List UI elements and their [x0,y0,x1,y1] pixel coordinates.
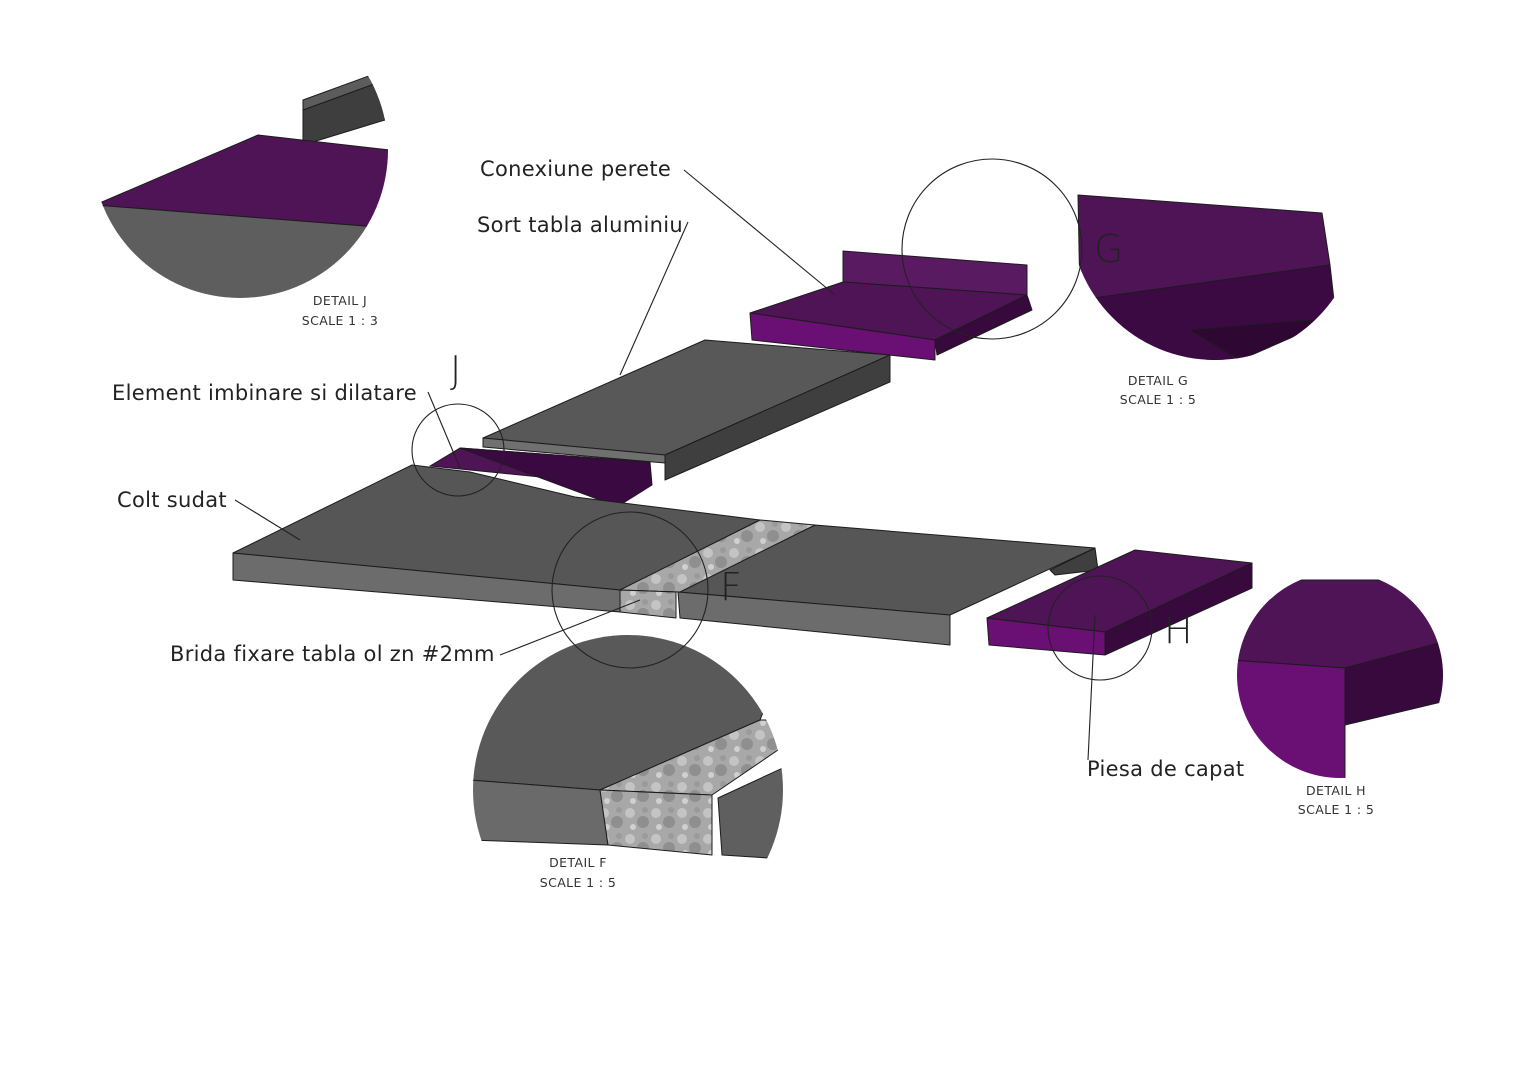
detail-f-title: DETAIL F [549,855,607,870]
detail-g-scale: SCALE 1 : 5 [1120,392,1197,407]
callout-aluminium-flashing: Sort tabla aluminiu [477,213,683,237]
leader-aluminium-flashing [619,221,689,376]
detail-ring-g [901,158,1083,340]
detail-f-view [473,635,783,861]
detail-g-view [1077,194,1337,360]
detail-ring-j [411,403,505,497]
leader-end-piece [1087,614,1096,761]
base-plate-left [232,464,761,613]
leader-wall-connection [683,169,836,296]
end-piece-part [986,549,1253,656]
leader-joint-element [427,391,461,469]
joint-element-part [429,447,653,506]
detail-h-scale: SCALE 1 : 5 [1298,802,1375,817]
detail-j-title: DETAIL J [313,293,367,308]
detail-j-view [92,2,388,298]
detail-j-scale: SCALE 1 : 3 [302,313,379,328]
detail-g-title: DETAIL G [1128,373,1188,388]
detail-marker-g: G [1094,227,1123,271]
callout-fixing-flange: Brida fixare tabla ol zn #2mm [170,642,495,666]
wall-connection-part [749,250,1033,361]
detail-ring-f [551,511,709,669]
detail-marker-j: J [450,348,461,392]
detail-h-view [1237,579,1443,778]
leader-fixing-flange [499,599,641,656]
detail-ring-h [1047,575,1153,681]
fixing-flange-part [619,519,816,619]
detail-marker-h: H [1164,608,1193,652]
callout-joint-element: Element imbinare si dilatare [112,381,417,405]
base-plate-right [677,524,1099,646]
callout-welded-corner: Colt sudat [117,488,227,512]
callout-end-piece: Piesa de capat [1087,757,1244,781]
callout-wall-connection: Conexiune perete [480,157,671,181]
detail-h-title: DETAIL H [1306,783,1366,798]
detail-f-scale: SCALE 1 : 5 [540,875,617,890]
detail-marker-f: F [720,565,742,609]
leader-welded-corner [234,499,301,541]
aluminium-flashing-part [482,339,891,481]
